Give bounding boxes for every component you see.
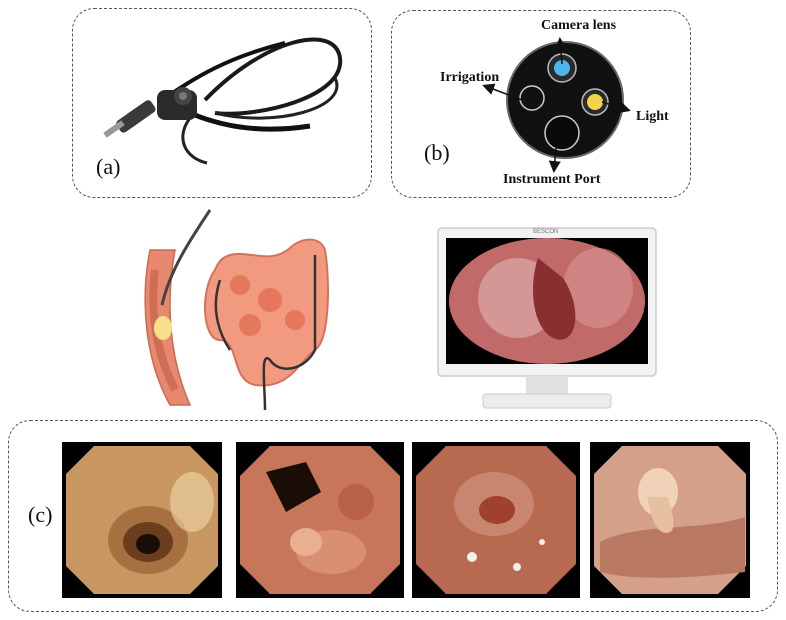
monitor-display xyxy=(437,227,657,409)
endoscope-tip-face xyxy=(506,41,624,159)
panel-b-label: (b) xyxy=(424,140,450,165)
monitor-brand: BESCON xyxy=(533,229,559,235)
colon-illustration xyxy=(144,209,329,411)
panel-c-label: (c) xyxy=(28,502,53,527)
endoscope-image xyxy=(103,37,343,165)
endoscopy-image-3 xyxy=(412,442,580,598)
endoscopy-image-2 xyxy=(236,442,404,598)
panel-a-label: (a) xyxy=(96,154,121,179)
panel-b-endoscope-tip xyxy=(391,10,691,198)
instrument-port-label: Instrument Port xyxy=(503,172,601,187)
panel-a-endoscope xyxy=(72,8,372,198)
irrigation-label: Irrigation xyxy=(440,70,500,85)
tip-arrows xyxy=(482,37,631,173)
light-label: Light xyxy=(636,109,669,124)
irrigation-port-icon xyxy=(519,85,545,111)
instrument-port-icon xyxy=(544,115,580,151)
endoscopy-image-4 xyxy=(590,442,750,598)
panel-c-endoscopic-images xyxy=(8,420,778,612)
camera-lens-label: Camera lens xyxy=(541,18,617,33)
endoscopy-image-1 xyxy=(62,442,222,598)
